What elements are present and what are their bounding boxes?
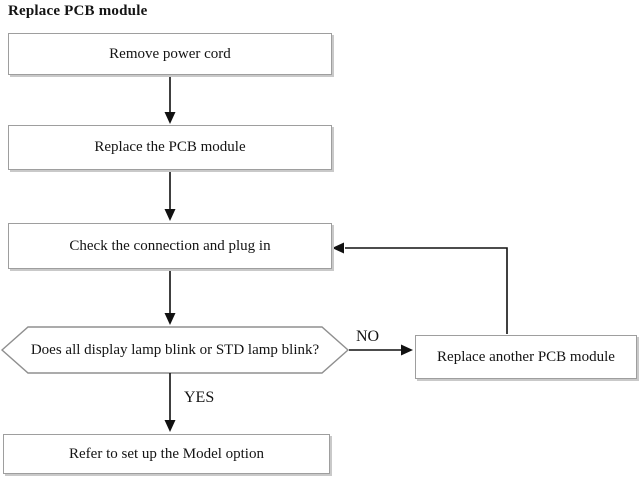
node-replace-another-pcb: Replace another PCB module (415, 335, 637, 379)
node-model-option-label: Refer to set up the Model option (69, 445, 264, 462)
arrow-no-branch (349, 344, 413, 356)
node-check-connection-label: Check the connection and plug in (69, 237, 271, 254)
decision-hexagon-shape (0, 326, 350, 374)
node-model-option: Refer to set up the Model option (3, 434, 330, 474)
node-replace-another-pcb-label: Replace another PCB module (437, 348, 615, 365)
decision-lamp-blink: Does all display lamp blink or STD lamp … (20, 328, 330, 372)
node-remove-power-cord: Remove power cord (8, 33, 332, 75)
label-yes: YES (184, 389, 215, 406)
arrow-step3-to-decision (164, 267, 176, 325)
node-replace-pcb-module: Replace the PCB module (8, 125, 332, 170)
arrow-step1-to-step2 (164, 73, 176, 124)
node-replace-pcb-module-label: Replace the PCB module (94, 139, 246, 156)
arrow-yes-branch (164, 373, 176, 432)
node-check-connection: Check the connection and plug in (8, 223, 332, 269)
flowchart-title: Replace PCB module (8, 3, 148, 19)
arrow-step2-to-step3 (164, 168, 176, 221)
arrow-feedback-loop (332, 242, 508, 334)
label-no: NO (356, 328, 380, 345)
node-remove-power-cord-label: Remove power cord (109, 45, 231, 62)
decision-lamp-blink-label: Does all display lamp blink or STD lamp … (30, 341, 320, 358)
